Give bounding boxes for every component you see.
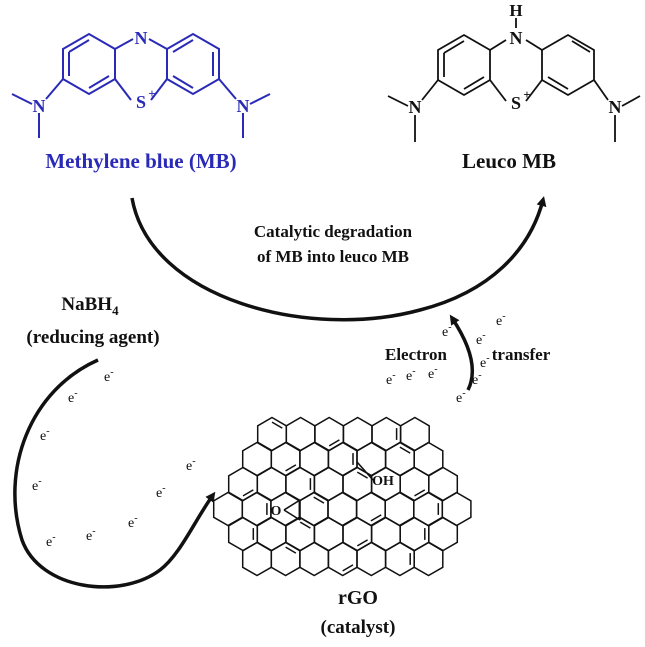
rgo-epoxide-o: O <box>271 504 282 519</box>
catalyst-role: (catalyst) <box>321 617 396 638</box>
electron-group-right: e-e-e-e-e-e-e-e-e- <box>386 311 506 406</box>
leuco-h-atom: H <box>509 1 522 20</box>
leuco-mb-structure <box>387 18 641 142</box>
mb-s-atom: S <box>136 92 146 112</box>
rgo-double-bond <box>299 521 311 529</box>
reducing-agent-formula: NaBH4 <box>61 294 119 318</box>
rgo-double-bond <box>285 546 297 554</box>
rgo-hexagon <box>356 541 387 577</box>
electron-flow-arrow <box>13 358 216 589</box>
electron-symbol: e- <box>186 456 196 474</box>
rgo-hexagon <box>441 491 472 527</box>
electron-symbol: e- <box>40 426 50 444</box>
electron-transfer-word2: transfer <box>492 345 551 364</box>
reducing-agent-role: (reducing agent) <box>26 327 159 348</box>
electron-transfer-word1: Electron <box>385 345 448 364</box>
electron-symbol: e- <box>46 532 56 550</box>
rgo-double-bond <box>285 464 297 472</box>
rgo-double-bond <box>356 539 368 547</box>
rgo-double-bond <box>356 471 368 479</box>
mb-n-atom: N <box>135 28 148 48</box>
leuco-n-atom: N <box>510 28 523 48</box>
electron-symbol: e- <box>68 388 78 406</box>
electron-group-left: e-e-e-e-e-e-e-e-e- <box>32 367 196 550</box>
mb-right-n-atom: N <box>237 96 250 116</box>
rgo-double-bond <box>370 514 382 522</box>
rgo-double-bond <box>242 489 254 497</box>
electron-symbol: e- <box>86 526 96 544</box>
mb-s-charge: + <box>148 86 155 101</box>
rgo-functional-groups <box>283 461 374 521</box>
electron-symbol: e- <box>32 476 42 494</box>
rgo-double-bond <box>313 496 325 504</box>
electron-symbol: e- <box>428 364 438 382</box>
rgo-double-bond <box>399 446 411 454</box>
electron-symbol: e- <box>476 330 486 348</box>
rgo-sheet <box>212 416 472 577</box>
electron-symbol: e- <box>128 513 138 531</box>
reaction-label-line2: of MB into leuco MB <box>257 247 409 266</box>
reaction-label-line1: Catalytic degradation <box>254 222 413 241</box>
rgo-double-bond <box>414 489 426 497</box>
electron-symbol: e- <box>156 483 166 501</box>
mb-name-label: Methylene blue (MB) <box>45 149 236 173</box>
mb-left-n-atom: N <box>33 96 46 116</box>
electron-symbol: e- <box>386 370 396 388</box>
leuco-right-n-atom: N <box>609 97 622 117</box>
electron-symbol: e- <box>480 353 490 371</box>
leuco-left-n-atom: N <box>409 97 422 117</box>
rgo-oh-group: OH <box>372 474 394 489</box>
leuco-s-atom: S <box>511 93 521 113</box>
electron-symbol: e- <box>104 367 114 385</box>
rgo-hexagon <box>241 541 273 577</box>
catalyst-name: rGO <box>338 587 378 609</box>
electron-transfer-arrow <box>449 314 475 391</box>
electron-symbol: e- <box>442 322 452 340</box>
electron-symbol: e- <box>472 370 482 388</box>
electron-symbol: e- <box>406 366 416 384</box>
rgo-double-bond <box>328 439 340 447</box>
rgo-double-bond <box>342 564 354 572</box>
leuco-name-label: Leuco MB <box>462 149 556 173</box>
electron-symbol: e- <box>456 388 466 406</box>
rgo-double-bond <box>271 421 283 429</box>
electron-symbol: e- <box>496 311 506 329</box>
reaction-arc-arrow <box>130 196 547 322</box>
leuco-s-charge: + <box>523 87 530 102</box>
methylene-blue-structure <box>11 32 271 138</box>
rgo-hexagon <box>413 541 444 577</box>
